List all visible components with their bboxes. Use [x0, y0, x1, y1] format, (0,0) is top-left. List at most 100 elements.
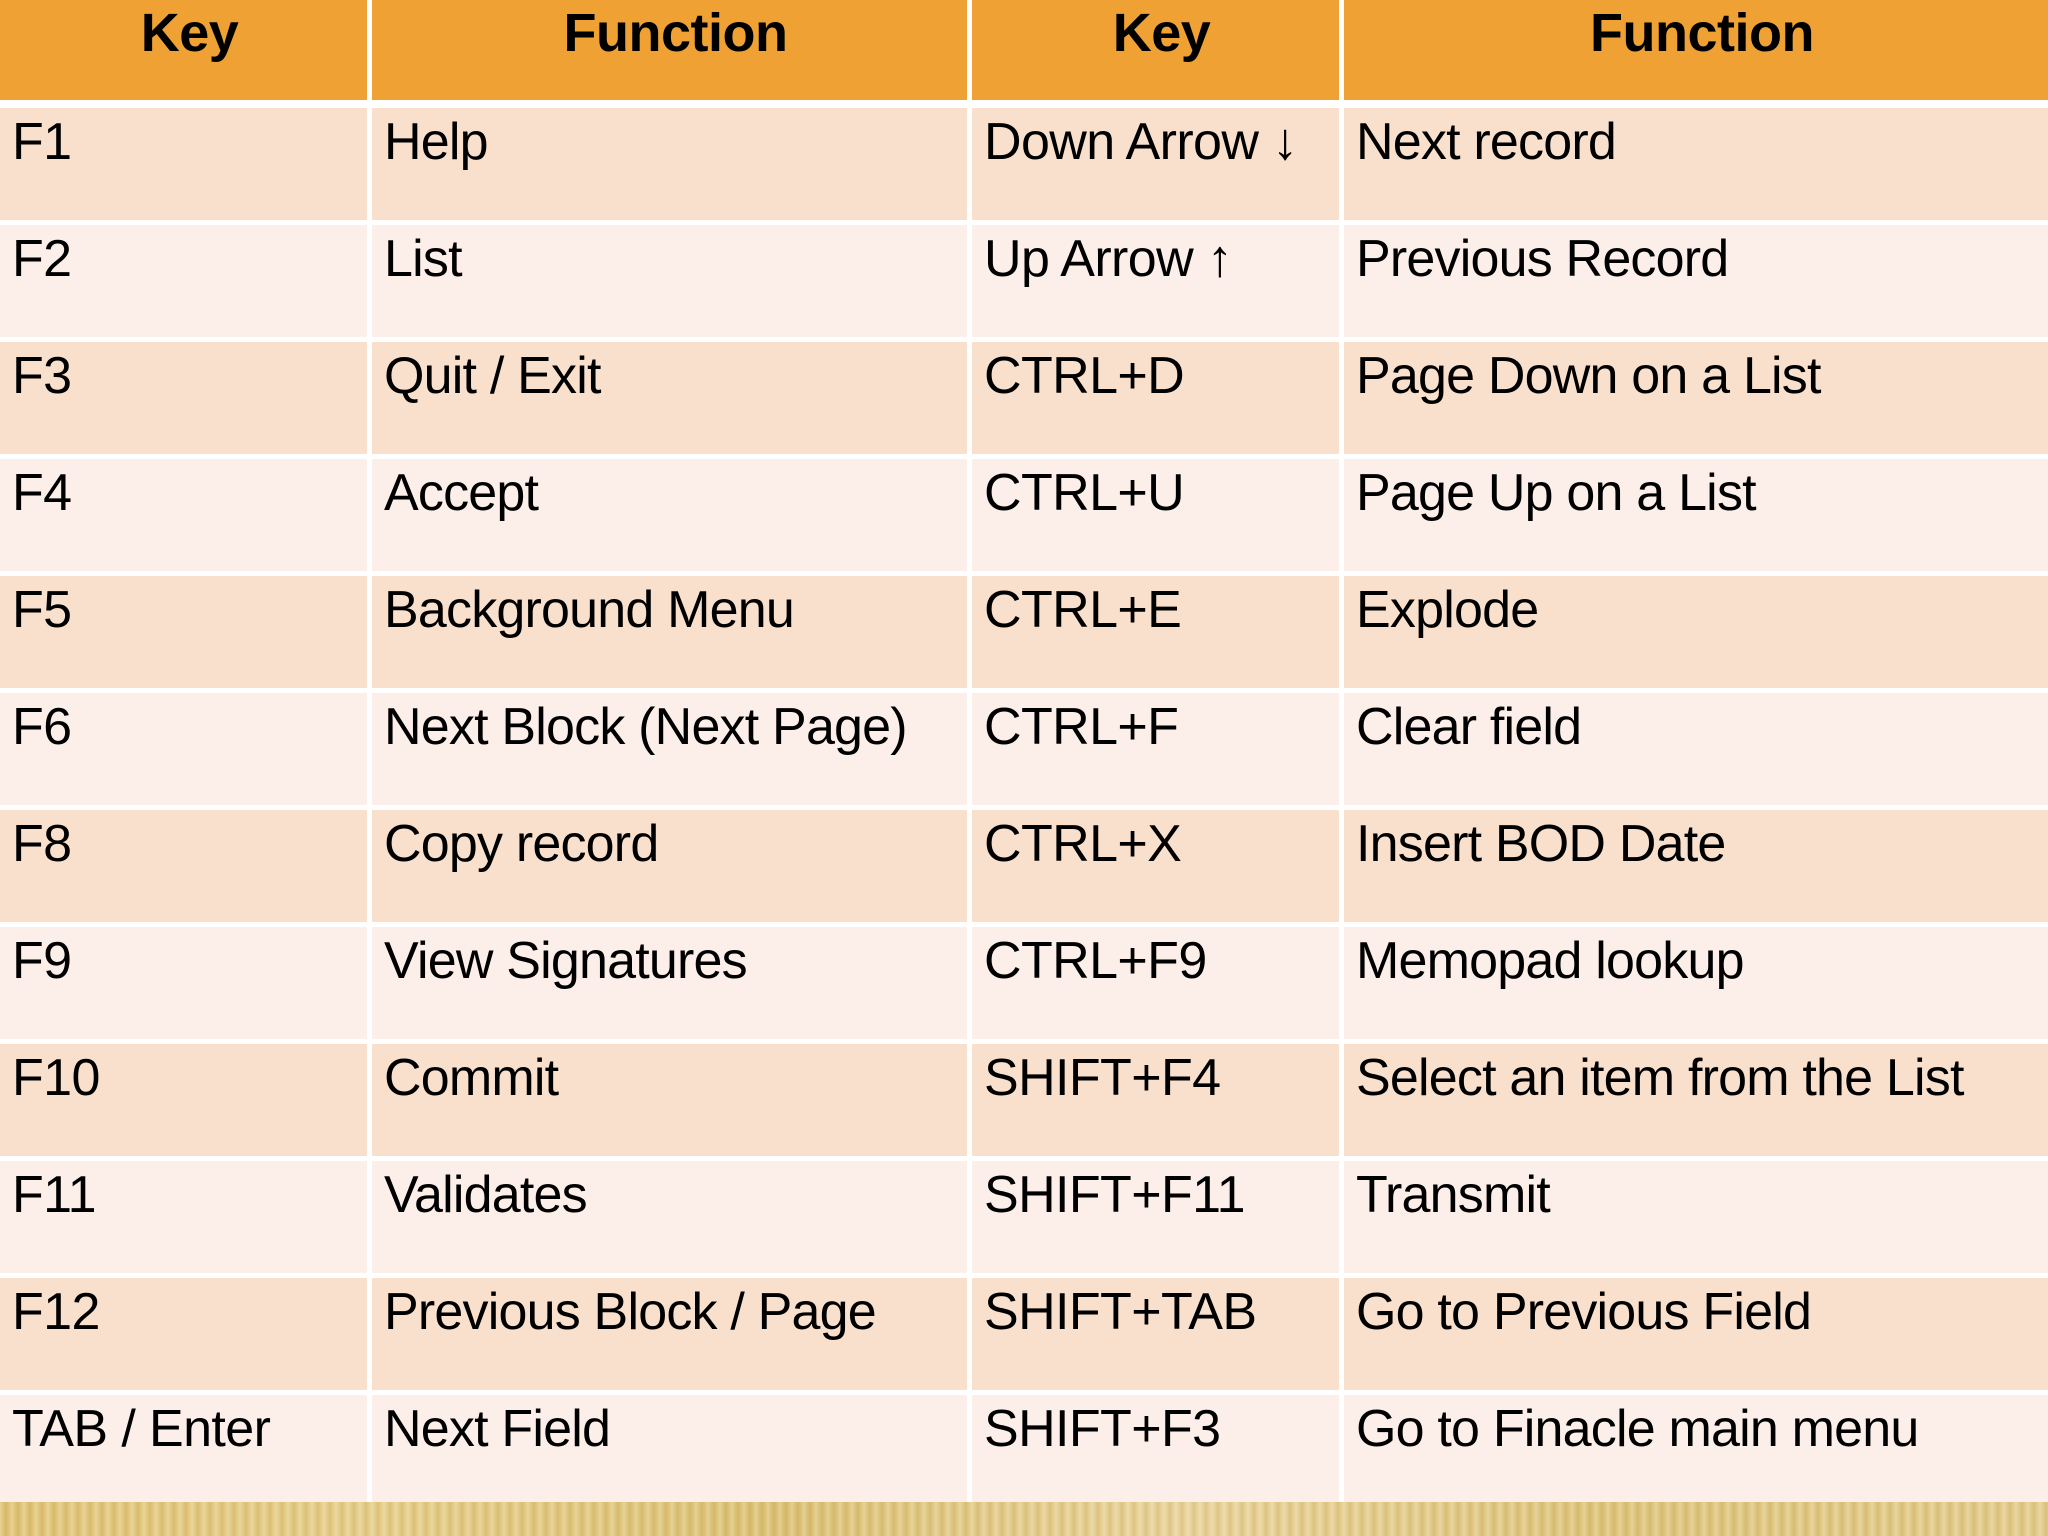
cell-function-left: Accept [372, 459, 972, 576]
cell-function-right: Insert BOD Date [1344, 810, 2048, 927]
column-header-label: Key [1112, 3, 1211, 63]
table-row: F1 Help Down Arrow ↓ Next record [0, 108, 2048, 225]
cell-key-left: F2 [0, 225, 372, 342]
cell-label: Go to Previous Field [1356, 1283, 1812, 1341]
column-header-function-right: Function [1344, 0, 2048, 108]
cell-function-right: Go to Finacle main menu [1344, 1395, 2048, 1512]
table-row: F4 Accept CTRL+U Page Up on a List [0, 459, 2048, 576]
cell-label: SHIFT+F11 [984, 1166, 1246, 1224]
cell-key-right: SHIFT+TAB [972, 1278, 1344, 1395]
cell-key-right: CTRL+E [972, 576, 1344, 693]
cell-function-right: Clear field [1344, 693, 2048, 810]
column-header-label: Function [1590, 3, 1814, 63]
cell-key-right: CTRL+U [972, 459, 1344, 576]
table-row: F12 Previous Block / Page SHIFT+TAB Go to P… [0, 1278, 2048, 1395]
cell-key-left: F3 [0, 342, 372, 459]
cell-label: Next Block (Next Page) [384, 698, 908, 756]
cell-label: Validates [384, 1166, 588, 1224]
cell-key-right: SHIFT+F11 [972, 1161, 1344, 1278]
cell-label: CTRL+F9 [984, 932, 1207, 990]
cell-function-right: Previous Record [1344, 225, 2048, 342]
cell-function-left: Commit [372, 1044, 972, 1161]
header-row: Key Function Key Function [0, 0, 2048, 108]
cell-label: CTRL+U [984, 464, 1185, 522]
cell-key-right: CTRL+D [972, 342, 1344, 459]
column-header-function-left: Function [372, 0, 972, 108]
cell-label: F4 [12, 464, 72, 522]
cell-label: List [384, 230, 463, 288]
table-row: F9 View Signatures CTRL+F9 Memopad lookup [0, 927, 2048, 1044]
cell-function-right: Transmit [1344, 1161, 2048, 1278]
cell-label: F2 [12, 230, 72, 288]
cell-label: Quit / Exit [384, 347, 601, 405]
cell-function-left: Copy record [372, 810, 972, 927]
cell-label: CTRL+E [984, 581, 1182, 639]
column-header-key-right: Key [972, 0, 1344, 108]
table-row: F2 List Up Arrow ↑ Previous Record [0, 225, 2048, 342]
cell-label: Copy record [384, 815, 659, 873]
cell-label: Page Down on a List [1356, 347, 1821, 405]
cell-label: F1 [12, 113, 72, 171]
cell-key-right: Down Arrow ↓ [972, 108, 1344, 225]
cell-label: Transmit [1356, 1166, 1551, 1224]
cell-function-right: Select an item from the List [1344, 1044, 2048, 1161]
cell-label: Clear field [1356, 698, 1582, 756]
cell-label: Help [384, 113, 489, 171]
bottom-decorative-band [0, 1502, 2048, 1536]
cell-label: F5 [12, 581, 72, 639]
column-header-key-left: Key [0, 0, 372, 108]
cell-key-left: F9 [0, 927, 372, 1044]
cell-label: Previous Block / Page [384, 1283, 877, 1341]
cell-key-left: F10 [0, 1044, 372, 1161]
cell-function-left: Quit / Exit [372, 342, 972, 459]
cell-label: Go to Finacle main menu [1356, 1400, 1919, 1458]
cell-label: CTRL+F [984, 698, 1179, 756]
cell-function-left: Help [372, 108, 972, 225]
cell-label: Next Field [384, 1400, 611, 1458]
cell-label: F9 [12, 932, 72, 990]
cell-key-right: SHIFT+F3 [972, 1395, 1344, 1512]
table-header: Key Function Key Function [0, 0, 2048, 108]
cell-label: Commit [384, 1049, 559, 1107]
cell-function-left: Background Menu [372, 576, 972, 693]
cell-label: Up Arrow ↑ [984, 230, 1233, 288]
cell-label: Page Up on a List [1356, 464, 1757, 522]
cell-label: F12 [12, 1283, 100, 1341]
cell-key-left: F11 [0, 1161, 372, 1278]
cell-key-right: SHIFT+F4 [972, 1044, 1344, 1161]
cell-label: Accept [384, 464, 539, 522]
cell-function-right: Page Up on a List [1344, 459, 2048, 576]
cell-label: CTRL+D [984, 347, 1185, 405]
cell-function-left: View Signatures [372, 927, 972, 1044]
cell-key-left: F12 [0, 1278, 372, 1395]
cell-function-right: Next record [1344, 108, 2048, 225]
cell-label: Next record [1356, 113, 1617, 171]
cell-key-right: CTRL+F [972, 693, 1344, 810]
cell-label: Explode [1356, 581, 1539, 639]
cell-label: Previous Record [1356, 230, 1729, 288]
cell-label: Select an item from the List [1356, 1049, 1964, 1107]
cell-label: Memopad lookup [1356, 932, 1745, 990]
cell-label: View Signatures [384, 932, 748, 990]
cell-label: TAB / Enter [12, 1400, 271, 1458]
cell-function-right: Memopad lookup [1344, 927, 2048, 1044]
cell-label: SHIFT+TAB [984, 1283, 1257, 1341]
cell-label: Insert BOD Date [1356, 815, 1726, 873]
cell-function-left: List [372, 225, 972, 342]
cell-function-left: Next Field [372, 1395, 972, 1512]
cell-label: Down Arrow ↓ [984, 113, 1298, 171]
cell-label: SHIFT+F4 [984, 1049, 1221, 1107]
column-header-label: Function [563, 3, 788, 63]
cell-function-right: Explode [1344, 576, 2048, 693]
cell-key-right: Up Arrow ↑ [972, 225, 1344, 342]
